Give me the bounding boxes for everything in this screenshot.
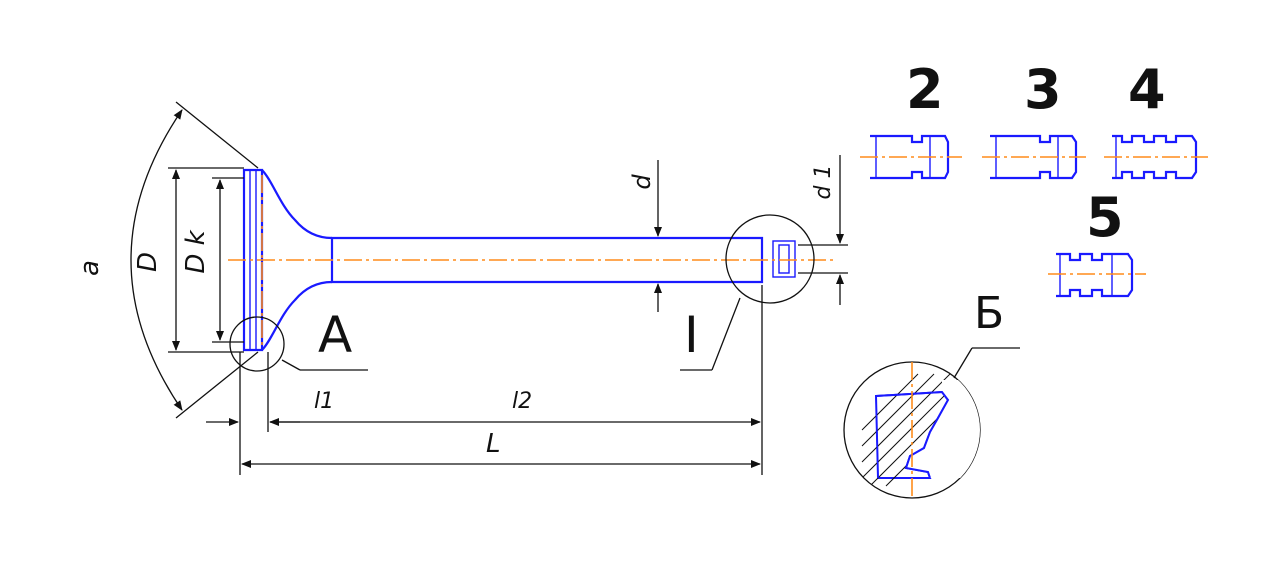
variant-number-5: 5 — [1086, 186, 1124, 249]
label-B: Б — [974, 288, 1004, 339]
variant-4 — [1104, 134, 1208, 180]
dimensions — [130, 101, 848, 475]
stem-groove — [772, 240, 796, 278]
valve-fillet-top — [261, 169, 333, 240]
label-I: I — [684, 306, 699, 364]
valve-stem — [330, 236, 764, 284]
label-D: D — [133, 252, 163, 272]
label-l1: l1 — [314, 389, 334, 414]
valve-fillet-bottom — [261, 280, 333, 351]
detail-circle-I — [725, 214, 815, 304]
callouts — [229, 214, 815, 372]
variant-number-3: 3 — [1024, 58, 1062, 121]
labels: a D D k d d 1 A I l1 l2 L Б — [75, 165, 1004, 459]
label-d1: d 1 — [811, 165, 836, 200]
label-L: L — [486, 429, 501, 459]
variant-5 — [1048, 252, 1146, 298]
variant-number-2: 2 — [906, 58, 944, 121]
label-a: a — [75, 260, 105, 276]
detail-circle-A — [229, 316, 285, 372]
variant-numbers: 2 3 4 5 — [906, 58, 1166, 249]
detail-B — [843, 347, 1020, 499]
variant-2 — [860, 134, 962, 180]
label-A: A — [318, 306, 352, 364]
label-Dk: D k — [181, 229, 211, 273]
label-l2: l2 — [512, 389, 532, 414]
label-d: d — [628, 174, 656, 190]
variant-number-4: 4 — [1128, 58, 1166, 121]
variant-3 — [982, 134, 1086, 180]
valve-main — [228, 168, 835, 352]
